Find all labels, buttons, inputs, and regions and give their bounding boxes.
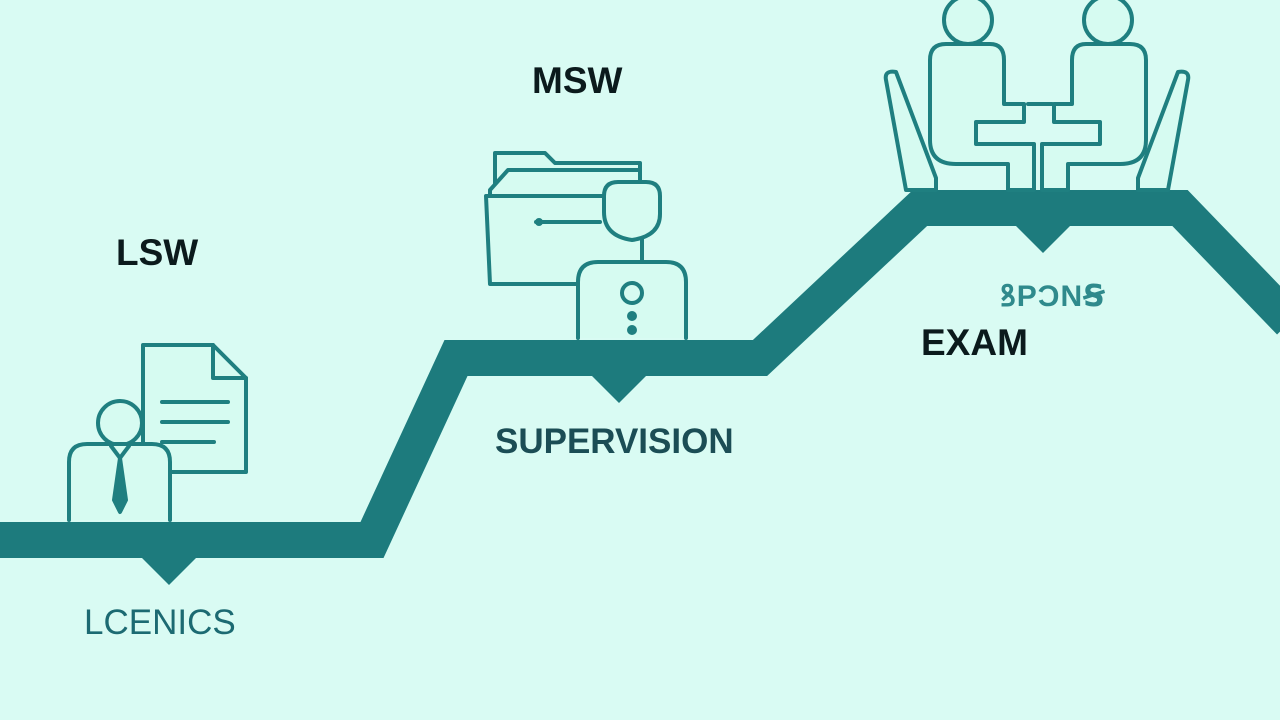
step-label-lsw: LSW (116, 232, 199, 273)
career-path-line (0, 190, 1280, 558)
step-label-exam: EXAM (921, 322, 1028, 363)
step-label-msw: MSW (532, 60, 623, 101)
two-people-meeting-icon (883, 0, 1191, 192)
marker-label-garbled: ꝸPƆNꞨ (1000, 280, 1106, 313)
marker-label-supervision: SUPERVISION (495, 422, 734, 461)
marker-pointer-lcenics (140, 556, 198, 585)
marker-pointer-supervision (590, 374, 648, 403)
person-document-icon (67, 343, 248, 522)
person-folder-icon (484, 151, 688, 340)
marker-label-lcenics: LCENICS (84, 603, 236, 642)
marker-pointer-exam (1014, 224, 1072, 253)
